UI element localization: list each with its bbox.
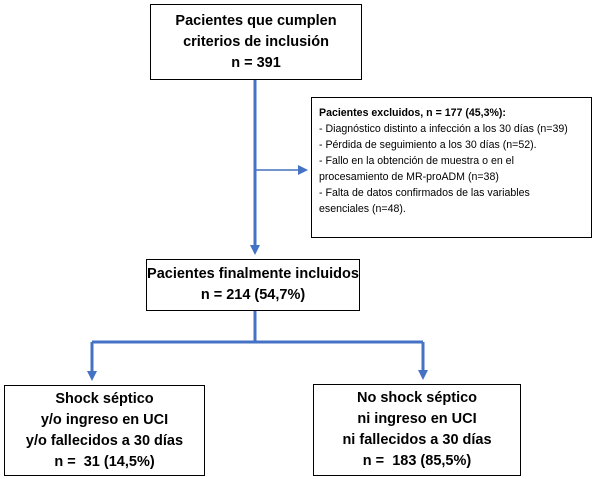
excluded-line-1: - Diagnóstico distinto a infección a los…: [319, 123, 568, 135]
excluded-line-2: - Pérdida de seguimiento a los 30 días (…: [319, 139, 537, 151]
inclusion-line-1: Pacientes que cumplen: [175, 12, 337, 29]
included-box: Pacientes finalmente incluidos n = 214 (…: [146, 259, 360, 311]
no-septic-line-1: No shock séptico: [356, 390, 478, 406]
septic-line-3: y/o fallecidos a 30 días: [25, 432, 184, 449]
excluded-line-6: esenciales (n=48).: [319, 203, 406, 215]
included-line-1: Pacientes finalmente incluidos: [147, 266, 359, 282]
excluded-box: Pacientes excluidos, n = 177 (45,3%): - …: [311, 97, 592, 238]
inclusion-box: Pacientes que cumplen criterios de inclu…: [150, 4, 362, 80]
excluded-line-4: procesamiento de MR-proADM (n=38): [319, 171, 499, 183]
no-septic-count: n = 183 (85,5%): [362, 453, 472, 469]
inclusion-count: n = 391: [231, 54, 281, 71]
inclusion-line-2: criterios de inclusión: [183, 33, 329, 50]
septic-count: n = 31 (14,5%): [54, 453, 155, 470]
no-septic-line-3: ni fallecidos a 30 días: [342, 432, 492, 448]
septic-line-1: Shock séptico: [55, 390, 154, 407]
septic-line-2: y/o ingreso en UCI: [40, 411, 169, 428]
no-septic-line-2: ni ingreso en UCI: [357, 411, 477, 427]
excluded-line-3: - Fallo en la obtención de muestra o en …: [319, 155, 514, 167]
no-septic-shock-box: No shock séptico ni ingreso en UCI ni fa…: [313, 384, 521, 476]
septic-shock-box: Shock séptico y/o ingreso en UCI y/o fal…: [4, 385, 205, 476]
excluded-line-5: - Falta de datos confirmados de las vari…: [319, 187, 530, 199]
excluded-title: Pacientes excluidos, n = 177 (45,3%):: [319, 107, 506, 119]
included-count: n = 214 (54,7%): [200, 287, 306, 303]
